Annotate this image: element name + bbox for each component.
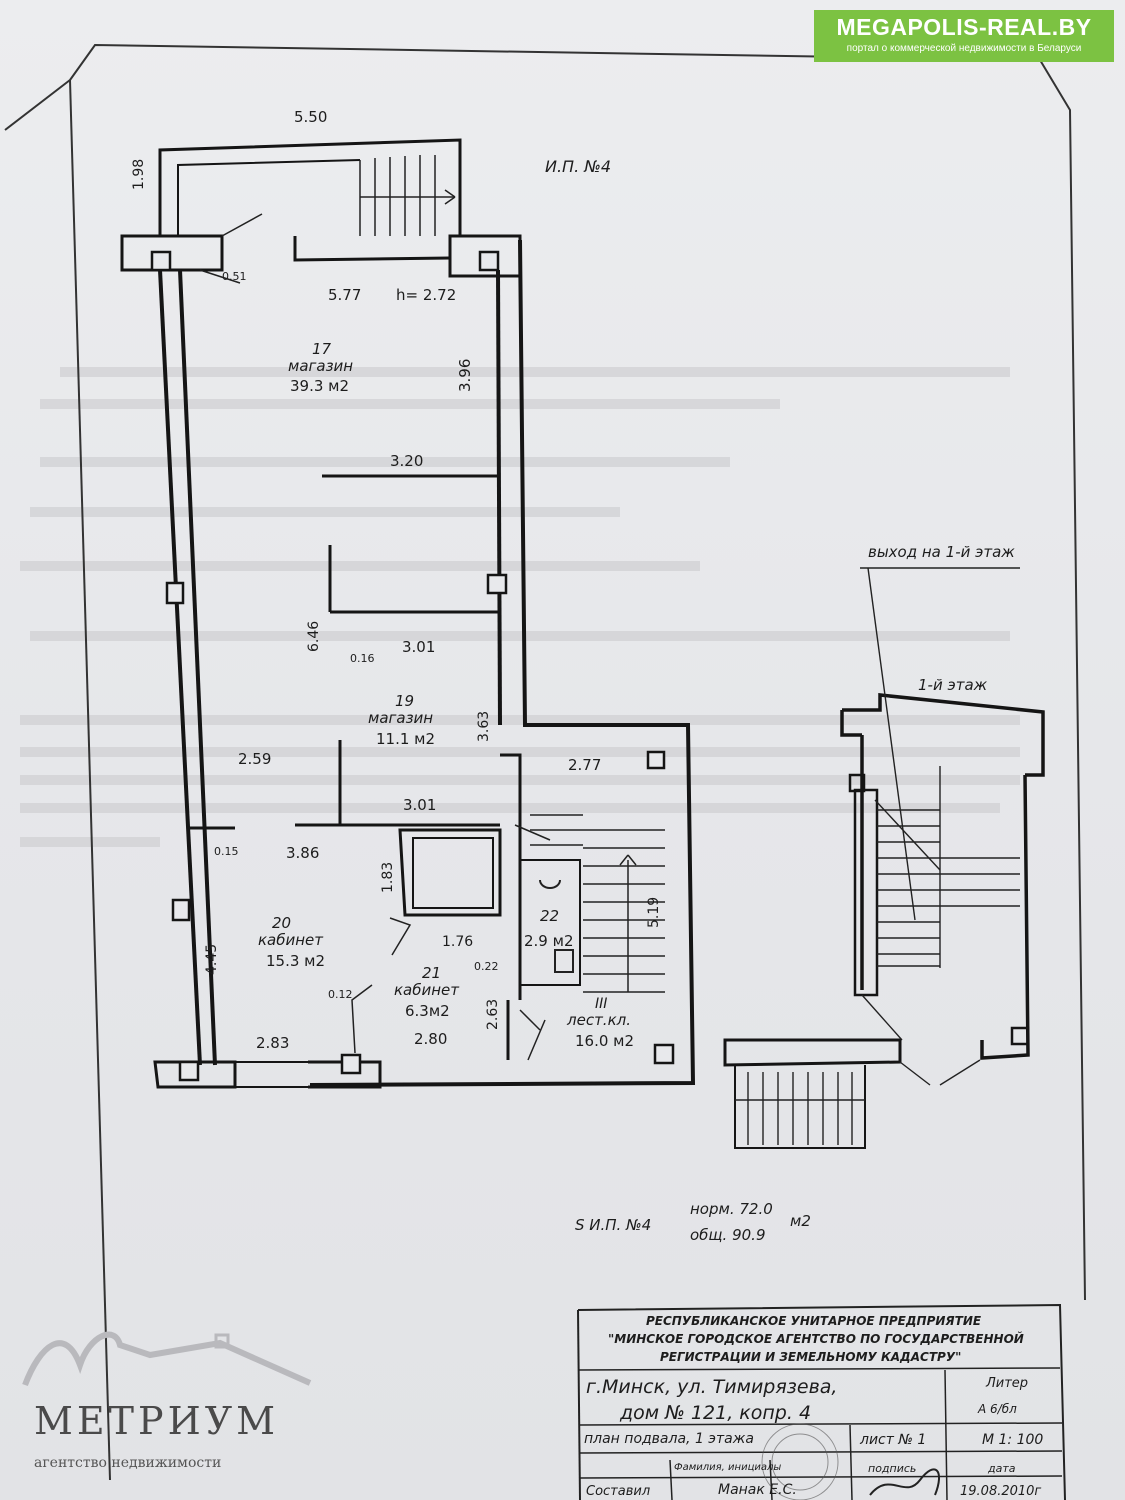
logo-name: МЕТРИУМ xyxy=(34,1399,280,1443)
dim-label: 0.15 xyxy=(214,845,239,858)
dim-label: 0.12 xyxy=(328,988,353,1001)
door-swings xyxy=(199,213,574,1061)
site-name: MEGAPOLIS-REAL.BY xyxy=(836,14,1092,40)
col-sign-header: подпись xyxy=(868,1462,917,1475)
room-area: 2.9 м2 xyxy=(524,932,573,950)
dim-label: 5.19 xyxy=(646,897,662,928)
room-number: 20 xyxy=(272,914,291,932)
room-area: 11.1 м2 xyxy=(376,730,435,748)
summary-unit: м2 xyxy=(790,1212,811,1230)
dim-label: 2.80 xyxy=(414,1030,447,1048)
title-block-grid xyxy=(577,1303,1066,1500)
dim-label: 4.45 xyxy=(204,944,220,975)
room-number: 17 xyxy=(312,340,332,358)
dim-label: 0.22 xyxy=(474,960,499,973)
title-block: РЕСПУБЛИКАНСКОЕ УНИТАРНОЕ ПРЕДПРИЯТИЕ "М… xyxy=(578,1310,1058,1500)
dim-label: 5.77 xyxy=(328,286,361,304)
scale-label: М 1: 100 xyxy=(982,1432,1044,1448)
dim-label: 2.63 xyxy=(485,999,501,1030)
plan-labels: И.П. №4 5.50 1.98 0.51 5.77 h= 2.72 3.96… xyxy=(131,108,1015,1244)
room-name: лест.кл. xyxy=(566,1011,631,1029)
first-floor-walls xyxy=(723,693,1045,1149)
dim-label: 3.86 xyxy=(286,844,319,862)
room-name: магазин xyxy=(288,357,353,375)
dim-label: 1.98 xyxy=(131,159,147,190)
composer-name: Манак Е.С. xyxy=(718,1482,797,1498)
col-date-header: дата xyxy=(988,1462,1016,1475)
site-badge[interactable]: MEGAPOLIS-REAL.BY портал о коммерческой … xyxy=(814,10,1114,62)
room-number: 21 xyxy=(422,964,441,982)
dim-label: 1.83 xyxy=(380,862,396,893)
first-floor-treads xyxy=(735,766,1020,1145)
stair-treads xyxy=(359,155,665,993)
height-label: h= 2.72 xyxy=(396,286,456,304)
first-floor-label: 1-й этаж xyxy=(918,676,988,694)
org-line-3: РЕГИСТРАЦИИ И ЗЕМЕЛЬНОМУ КАДАСТРУ" xyxy=(660,1350,962,1364)
site-tagline: портал о коммерческой недвижимости в Бел… xyxy=(846,43,1082,54)
col-name-header: Фамилия, инициалы xyxy=(674,1462,782,1473)
dim-label: 3.96 xyxy=(456,359,474,392)
plan-walls xyxy=(120,138,696,1089)
room-number: III xyxy=(595,996,607,1012)
dim-label: 3.63 xyxy=(476,711,492,742)
dim-label: 0.51 xyxy=(222,270,247,283)
dim-label: 3.01 xyxy=(403,796,436,814)
logo-subtitle: агентство недвижимости xyxy=(34,1455,222,1471)
dim-label: 2.59 xyxy=(238,750,271,768)
room-number: 22 xyxy=(540,907,559,925)
dim-label: 2.77 xyxy=(568,756,601,774)
dim-label: 1.76 xyxy=(442,934,473,950)
summary-norm: норм. 72.0 xyxy=(690,1200,773,1218)
room-area: 15.3 м2 xyxy=(266,952,325,970)
agency-logo: МЕТРИУМ агентство недвижимости xyxy=(20,1305,320,1485)
room-name: кабинет xyxy=(258,931,324,949)
org-line-2: "МИНСКОЕ ГОРОДСКОЕ АГЕНТСТВО ПО ГОСУДАРС… xyxy=(608,1332,1024,1346)
summary-total: общ. 90.9 xyxy=(690,1226,766,1244)
column-marks xyxy=(150,250,675,1082)
exit-label: выход на 1-й этаж xyxy=(868,543,1015,561)
address-line-2: дом № 121, копр. 4 xyxy=(620,1402,812,1424)
stair-arrows xyxy=(444,189,637,866)
dim-label: 0.16 xyxy=(350,652,375,665)
date-value: 19.08.2010г xyxy=(960,1484,1042,1499)
composed-label: Составил xyxy=(586,1484,651,1499)
room-area: 6.3м2 xyxy=(405,1002,450,1020)
dim-label: 5.50 xyxy=(294,108,327,126)
dim-label: 3.20 xyxy=(390,452,423,470)
liter-label: Литер xyxy=(986,1376,1029,1391)
dim-label: 6.46 xyxy=(306,621,322,652)
summary-label: S И.П. №4 xyxy=(575,1216,651,1234)
signature xyxy=(869,1468,940,1496)
plan-title: И.П. №4 xyxy=(545,157,611,176)
plan-label: план подвала, 1 этажа xyxy=(584,1431,754,1447)
dim-label: 2.83 xyxy=(256,1034,289,1052)
room-name: магазин xyxy=(368,709,433,727)
logo-mark-icon xyxy=(22,1331,312,1387)
org-line-1: РЕСПУБЛИКАНСКОЕ УНИТАРНОЕ ПРЕДПРИЯТИЕ xyxy=(646,1314,982,1328)
first-floor-leader xyxy=(860,567,1020,1086)
room-name: кабинет xyxy=(394,981,460,999)
liter-value: А 6/бл xyxy=(978,1402,1017,1416)
room-number: 19 xyxy=(395,692,414,710)
address-line-1: г.Минск, ул. Тимирязева, xyxy=(586,1376,838,1398)
sheet-label: лист № 1 xyxy=(860,1432,927,1448)
stamp-seal xyxy=(761,1423,839,1500)
room-area: 39.3 м2 xyxy=(290,377,349,395)
dim-label: 3.01 xyxy=(402,638,435,656)
room-area: 16.0 м2 xyxy=(575,1032,634,1050)
